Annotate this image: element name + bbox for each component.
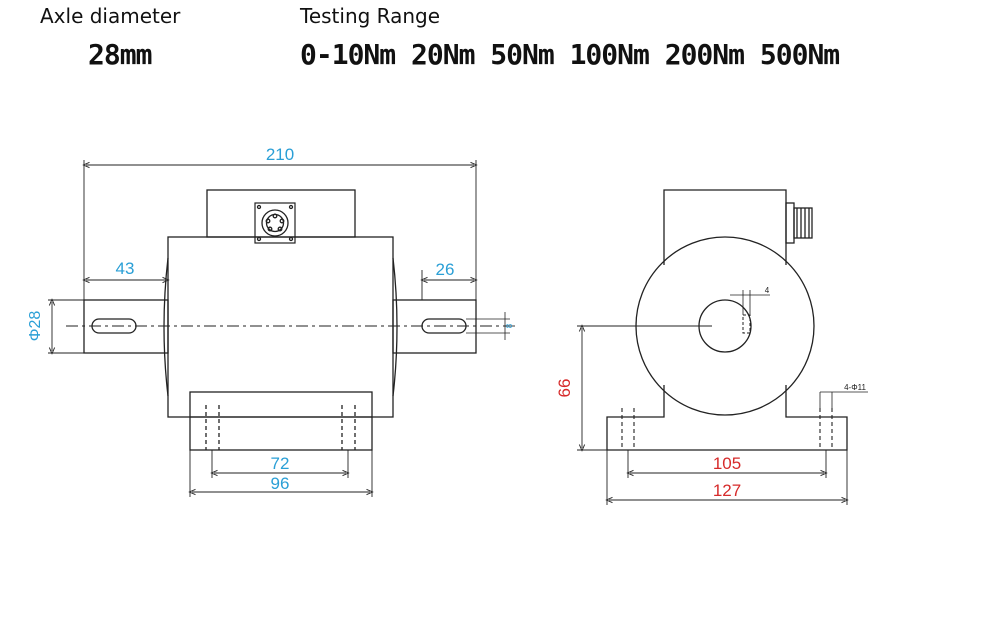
axle-diameter-label: Axle diameter: [40, 4, 181, 28]
testing-range-values: 0-10Nm 20Nm 50Nm 100Nm 200Nm 500Nm: [300, 38, 840, 71]
dim-key-depth: 4: [765, 286, 770, 295]
testing-range-label: Testing Range: [300, 4, 441, 28]
dim-base-width: 96: [271, 474, 290, 493]
dim-shaft-diameter: Φ28: [27, 311, 44, 342]
front-housing-top: [663, 189, 787, 265]
dim-right-shaft: 26: [436, 260, 455, 279]
dim-keyway-width: 8: [505, 323, 514, 328]
front-view: [577, 189, 868, 505]
dim-hole-spacing: 105: [713, 454, 741, 473]
dim-mount-holes: 4-Φ11: [844, 383, 866, 392]
front-base: [606, 385, 848, 451]
side-connector-icon: [785, 202, 813, 244]
side-base: [189, 391, 373, 451]
dim-base-length: 127: [713, 481, 741, 500]
right-shaft: [392, 299, 477, 354]
side-view: [48, 160, 515, 497]
sensor-body: [167, 236, 394, 418]
left-shaft: [83, 299, 169, 354]
dim-left-shaft: 43: [116, 259, 135, 278]
dim-total-length: 210: [266, 145, 294, 164]
axle-diameter-value: 28mm: [88, 38, 152, 71]
dim-base-hole-spacing: 72: [271, 454, 290, 473]
dim-center-height: 66: [555, 379, 574, 398]
